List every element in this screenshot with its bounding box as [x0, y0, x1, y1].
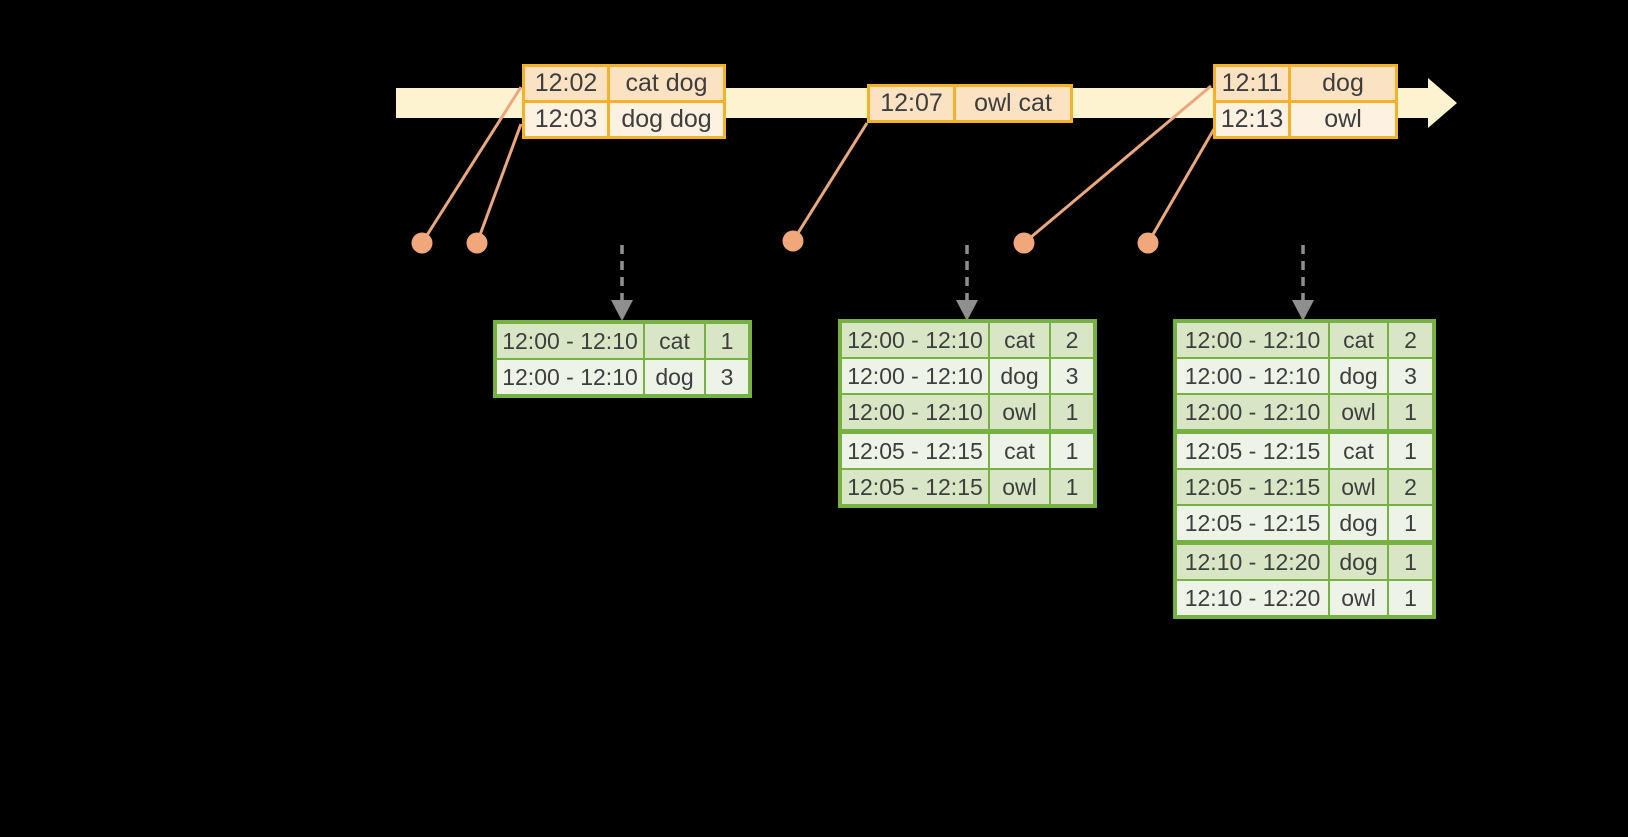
- table-cell: 12:10 - 12:20: [1174, 540, 1330, 581]
- table-cell: 12:03: [522, 100, 610, 139]
- trigger-arrowhead-icon: [1292, 300, 1314, 321]
- table-cell: 1: [1387, 504, 1435, 544]
- table-cell: dog: [1288, 64, 1398, 103]
- table-cell: 12:00 - 12:10: [839, 320, 990, 359]
- table-cell: 2: [1387, 468, 1435, 506]
- table-cell: 12:00 - 12:10: [839, 393, 990, 433]
- table-cell: 1: [1049, 393, 1096, 433]
- event-dot: [1013, 232, 1035, 254]
- table-cell: dog: [1328, 357, 1389, 395]
- table-cell: 1: [1387, 393, 1435, 433]
- table-cell: 12:00 - 12:10: [1174, 320, 1330, 359]
- table-cell: 1: [1387, 540, 1435, 581]
- table-cell: 12:05 - 12:15: [1174, 504, 1330, 544]
- table-cell: owl cat: [953, 84, 1073, 123]
- table-cell: 1: [1387, 429, 1435, 470]
- table-cell: 12:07: [867, 84, 956, 123]
- table-cell: cat: [643, 321, 706, 360]
- table-cell: 3: [1387, 357, 1435, 395]
- table-cell: cat: [1328, 429, 1389, 470]
- table-cell: 3: [704, 358, 751, 397]
- table-cell: 2: [1049, 320, 1096, 359]
- trigger-arrowhead-icon: [956, 300, 978, 321]
- table-cell: cat: [1328, 320, 1389, 359]
- table-cell: 12:05 - 12:15: [1174, 468, 1330, 506]
- table-cell: owl: [1288, 100, 1398, 139]
- timeline-arrowhead-icon: [1428, 78, 1457, 128]
- table-cell: 12:00 - 12:10: [839, 357, 990, 395]
- event-connector-line: [475, 123, 523, 244]
- table-cell: owl: [988, 393, 1051, 433]
- table-cell: 12:05 - 12:15: [839, 429, 990, 470]
- table-cell: 1: [1387, 579, 1435, 618]
- table-cell: dog: [988, 357, 1051, 395]
- table-cell: cat dog: [607, 64, 726, 103]
- table-cell: 12:05 - 12:15: [839, 468, 990, 507]
- table-cell: dog dog: [607, 100, 726, 139]
- event-connector-line: [420, 86, 523, 244]
- table-cell: 12:00 - 12:10: [494, 321, 645, 360]
- table-cell: dog: [1328, 504, 1389, 544]
- table-cell: 12:00 - 12:10: [494, 358, 645, 397]
- table-cell: 2: [1387, 320, 1435, 359]
- event-dot: [466, 232, 488, 254]
- event-dot: [782, 230, 804, 252]
- event-connector-line: [1146, 128, 1216, 244]
- table-cell: 12:13: [1213, 100, 1291, 139]
- table-cell: 1: [704, 321, 751, 360]
- table-cell: 12:02: [522, 64, 610, 103]
- table-cell: owl: [988, 468, 1051, 507]
- table-cell: owl: [1328, 579, 1389, 618]
- event-connector-line: [791, 122, 869, 242]
- event-dot: [411, 232, 433, 254]
- table-cell: owl: [1328, 468, 1389, 506]
- table-cell: 12:11: [1213, 64, 1291, 103]
- event-connector-line: [1023, 84, 1212, 245]
- table-cell: dog: [1328, 540, 1389, 581]
- table-cell: 1: [1049, 429, 1096, 470]
- table-cell: dog: [643, 358, 706, 397]
- table-cell: 12:00 - 12:10: [1174, 393, 1330, 433]
- table-cell: 12:10 - 12:20: [1174, 579, 1330, 618]
- table-cell: 12:05 - 12:15: [1174, 429, 1330, 470]
- table-cell: 12:00 - 12:10: [1174, 357, 1330, 395]
- trigger-arrowhead-icon: [611, 300, 633, 321]
- table-cell: cat: [988, 320, 1051, 359]
- table-cell: 3: [1049, 357, 1096, 395]
- table-cell: owl: [1328, 393, 1389, 433]
- table-cell: 1: [1049, 468, 1096, 507]
- event-dot: [1137, 232, 1159, 254]
- table-cell: cat: [988, 429, 1051, 470]
